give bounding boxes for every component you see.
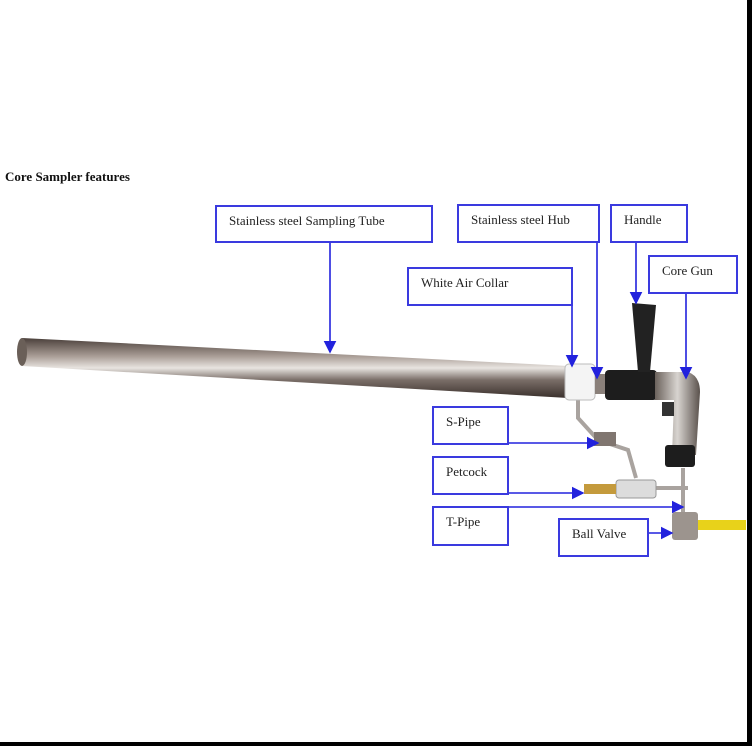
sampling-tube bbox=[22, 338, 568, 398]
frame-border-bottom bbox=[0, 742, 752, 746]
label-petcock: Petcock bbox=[432, 456, 509, 495]
label-air-collar: White Air Collar bbox=[407, 267, 573, 306]
white-air-collar bbox=[564, 363, 596, 401]
core-gun bbox=[655, 372, 700, 455]
handle bbox=[632, 303, 656, 372]
ball-valve bbox=[672, 512, 698, 540]
label-ball-valve: Ball Valve bbox=[558, 518, 649, 557]
petcock bbox=[615, 479, 657, 499]
label-core-gun: Core Gun bbox=[648, 255, 738, 294]
label-s-pipe: S-Pipe bbox=[432, 406, 509, 445]
label-handle: Handle bbox=[610, 204, 688, 243]
label-sampling-tube: Stainless steel Sampling Tube bbox=[215, 205, 433, 243]
diagram-title: Core Sampler features bbox=[5, 169, 130, 184]
label-hub: Stainless steel Hub bbox=[457, 204, 600, 243]
frame-border-right bbox=[747, 0, 752, 746]
label-t-pipe: T-Pipe bbox=[432, 506, 509, 546]
